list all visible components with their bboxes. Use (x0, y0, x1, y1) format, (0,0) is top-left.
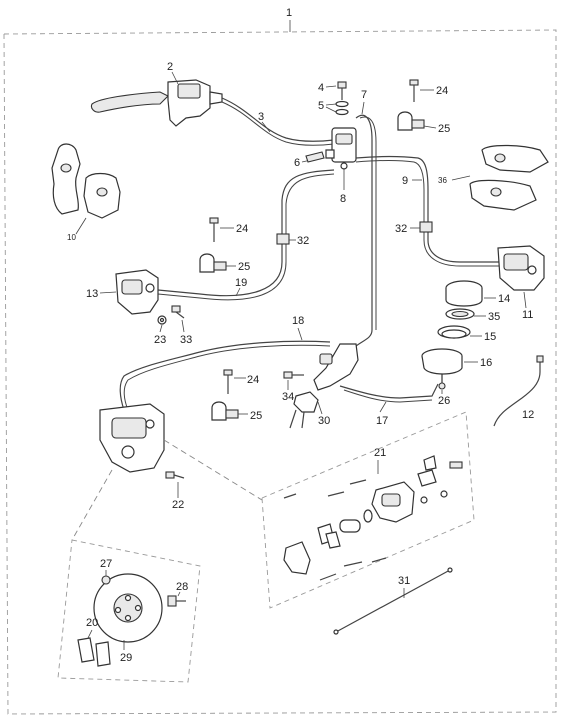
callout-35: 35 (488, 311, 500, 323)
brake-pipe-7 (355, 114, 377, 347)
callout-7: 7 (361, 89, 367, 101)
callout-34: 34 (282, 391, 294, 403)
callout-9: 9 (402, 175, 408, 187)
bolt-22 (165, 471, 185, 479)
disc-bolt-28 (167, 595, 186, 607)
rod-31 (333, 567, 453, 635)
callout-4: 4 (318, 82, 324, 94)
callout-24-top: 24 (436, 85, 448, 97)
callout-24-mid: 24 (236, 223, 248, 235)
rear-master-cylinder-30 (289, 343, 359, 429)
clamp-25-top (397, 111, 425, 131)
brake-switch-12 (493, 355, 544, 427)
rear-caliper (99, 403, 165, 473)
junction-valve (325, 127, 357, 170)
front-master-cylinder (90, 79, 223, 127)
callout-20: 20 (86, 617, 98, 629)
callout-21: 21 (374, 447, 386, 459)
reservoir-16 (421, 348, 463, 390)
callout-25-mid: 25 (238, 261, 250, 273)
brake-hose-3 (221, 97, 335, 146)
banjo-bolt-4 (337, 81, 347, 100)
guide-line-lower (71, 469, 113, 541)
callout-23: 23 (154, 334, 166, 346)
bolt-34 (283, 371, 304, 379)
grommet-32-right (419, 221, 433, 233)
brake-hose-17 (339, 383, 439, 403)
callout-31: 31 (398, 575, 410, 587)
caliper-kit-21-parts (283, 455, 463, 581)
callout-14: 14 (498, 293, 510, 305)
pads-20 (77, 637, 111, 667)
callout-3: 3 (258, 111, 264, 123)
bolt-24-low (223, 369, 233, 394)
disc-kit-frame (57, 539, 201, 683)
callout-17: 17 (376, 415, 388, 427)
callout-28: 28 (176, 581, 188, 593)
bolt-24-top (409, 79, 419, 102)
callout-25-top: 25 (438, 123, 450, 135)
callout-15: 15 (484, 331, 496, 343)
callout-27: 27 (100, 558, 112, 570)
brake-pads-36 (469, 144, 549, 211)
callout-8: 8 (340, 193, 346, 205)
callout-13: 13 (86, 288, 98, 300)
brake-disc-29 (93, 573, 163, 643)
callout-25-low: 25 (250, 410, 262, 422)
caliper-11 (497, 245, 545, 291)
assembly-callout-1: 1 (286, 7, 292, 32)
callout-32-right: 32 (395, 223, 407, 235)
callout-16: 16 (480, 357, 492, 369)
callout-1: 1 (286, 7, 292, 19)
callout-19: 19 (235, 277, 247, 289)
callout-5: 5 (318, 100, 324, 112)
callout-11: 11 (522, 309, 533, 321)
caliper-13 (115, 269, 159, 315)
callout-29: 29 (120, 652, 132, 664)
brake-hose-19 (157, 169, 335, 301)
assembly-frame (3, 29, 557, 715)
callout-18: 18 (292, 315, 304, 327)
nut-27 (101, 575, 111, 585)
brake-hose-9 (355, 155, 500, 267)
kit-21-frame (261, 411, 475, 609)
callout-6: 6 (294, 157, 300, 169)
clamp-25-mid (199, 253, 227, 273)
grommet-32-left (276, 233, 290, 245)
callout-24-low: 24 (247, 374, 259, 386)
brake-hose-18 (119, 340, 331, 411)
diaphragm-15 (437, 325, 471, 339)
diaphragm-plate-35 (445, 308, 475, 320)
reservoir-cap-14 (445, 280, 483, 307)
guide-line-upper (163, 439, 263, 501)
washers-5 (335, 100, 349, 116)
washer-23 (157, 315, 167, 325)
brake-pads-10 (51, 143, 121, 219)
callout-30: 30 (318, 415, 330, 427)
callout-10: 10 (67, 233, 76, 242)
callout-36: 36 (438, 176, 447, 185)
callout-12: 12 (522, 409, 534, 421)
callout-32-left: 32 (297, 235, 309, 247)
callout-33: 33 (180, 334, 192, 346)
bolt-24-mid (209, 217, 219, 242)
bleeder-screw-6 (305, 151, 325, 163)
callout-22: 22 (172, 499, 184, 511)
clamp-25-low (211, 401, 239, 421)
callout-2: 2 (167, 61, 173, 73)
bolt-33 (171, 305, 185, 319)
callout-26: 26 (438, 395, 450, 407)
